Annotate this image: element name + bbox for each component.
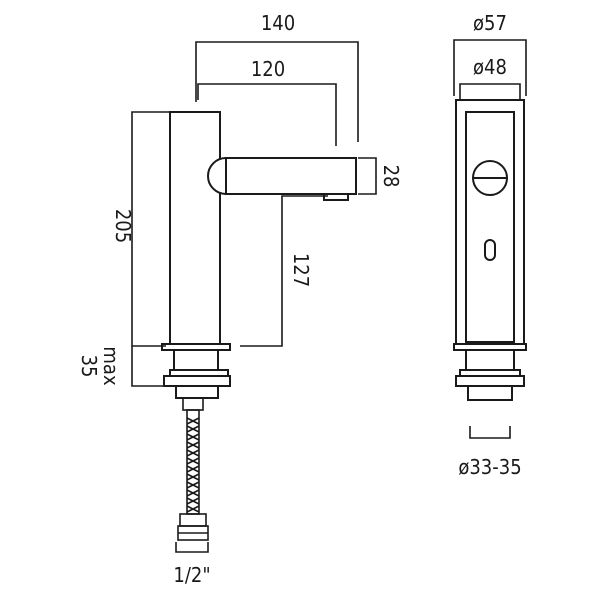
front-nut <box>455 375 525 387</box>
dim-dia-48: ø48 <box>473 55 507 79</box>
shank <box>173 349 219 371</box>
front-view <box>453 99 527 401</box>
side-view <box>161 111 357 553</box>
front-shank <box>465 349 515 371</box>
lock-nut <box>163 375 231 387</box>
tap-body <box>169 111 221 345</box>
dim-pipe: 1/2" <box>173 563 210 587</box>
pipe-dim-bracket <box>175 542 209 553</box>
dim-max-label: max <box>99 346 123 386</box>
sensor-window <box>484 239 496 261</box>
front-panel <box>465 111 515 343</box>
dim-127: 127 <box>289 253 313 287</box>
spout <box>207 157 357 195</box>
dim-35: 35 <box>77 355 101 378</box>
dim-140: 140 <box>261 11 295 35</box>
dim-120: 120 <box>251 57 285 81</box>
shank-lower <box>175 385 219 399</box>
dim-dia-57: ø57 <box>473 11 507 35</box>
side-dimension-lines <box>131 41 377 387</box>
dim-dia-hole: ø33-35 <box>458 455 521 479</box>
front-dimension-lines <box>453 39 527 439</box>
front-shank-lower <box>467 385 513 401</box>
flexible-hose <box>177 397 209 541</box>
dim-28: 28 <box>379 165 403 188</box>
spout-aerator <box>323 193 349 201</box>
dim-205: 205 <box>111 209 135 243</box>
